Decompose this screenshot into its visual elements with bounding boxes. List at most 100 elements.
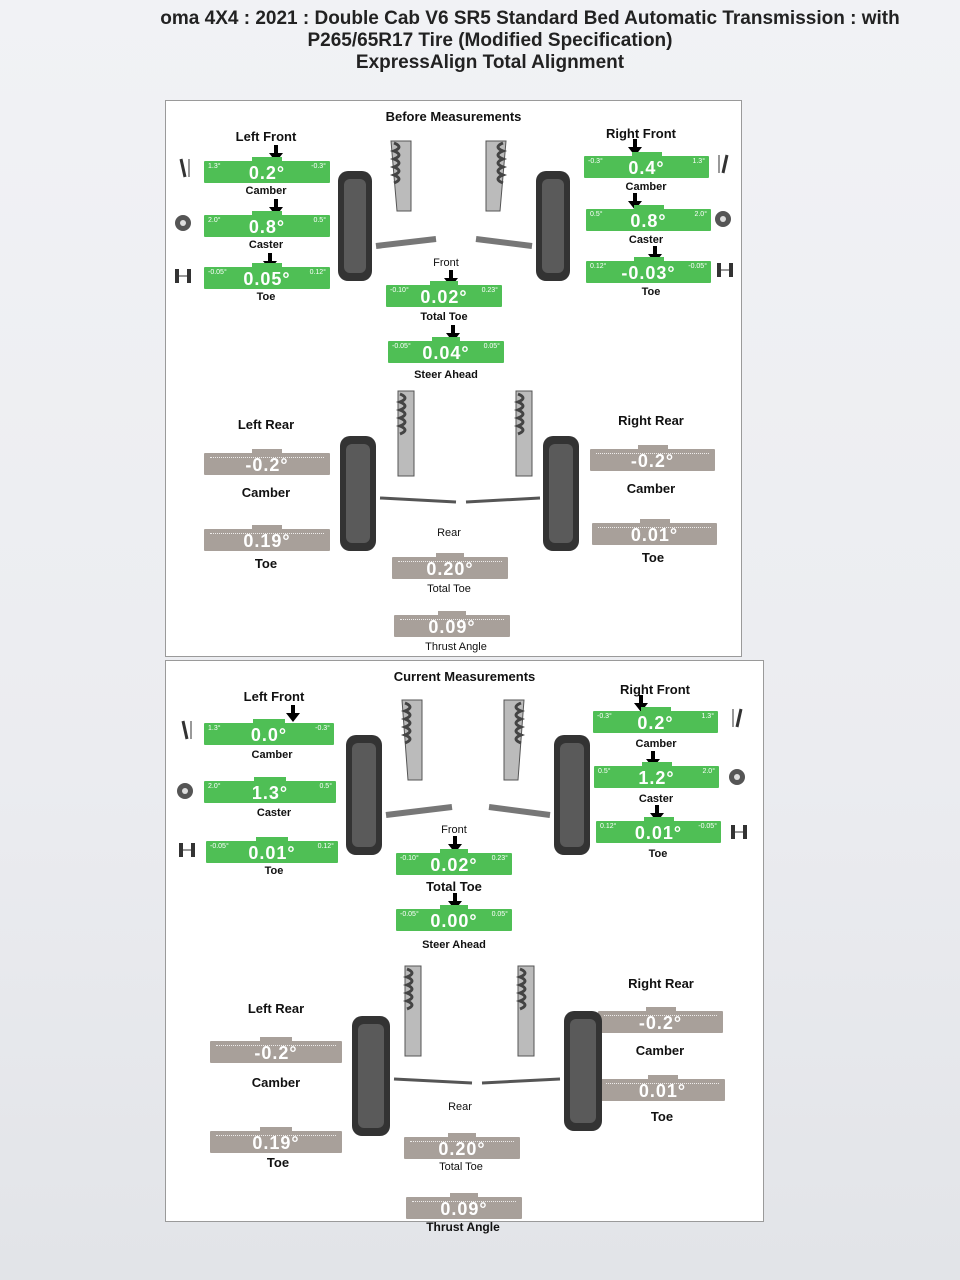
toe-wheel-icon bbox=[179, 843, 195, 857]
rear-total-toe-value: 0.20° bbox=[426, 559, 474, 579]
lr-toe-value: 0.19° bbox=[243, 531, 291, 551]
rear-total-toe-value: 0.20° bbox=[438, 1139, 486, 1159]
tire-spec: P265/65R17 Tire (Modified Specification) bbox=[307, 30, 673, 51]
rf-caster-gauge: 0.5° 2.0° 1.2° bbox=[594, 762, 719, 788]
lr-toe-value: 0.19° bbox=[252, 1133, 300, 1153]
rr-toe-value: 0.01° bbox=[638, 1081, 687, 1101]
caster-wheel-icon bbox=[715, 211, 731, 227]
rf-camber-gauge: -0.3° 1.3° 0.2° bbox=[593, 707, 718, 733]
rr-toe-label: Toe bbox=[641, 550, 665, 565]
camber-wheel-icon bbox=[179, 158, 190, 178]
rf-toe-label: Toe bbox=[641, 286, 661, 298]
left-rear-title: Left Rear bbox=[247, 1001, 305, 1016]
front-total-toe-label: Total Toe bbox=[426, 879, 482, 894]
rear-total-toe-gauge: 0.20° bbox=[392, 553, 508, 579]
caster-wheel-icon bbox=[175, 215, 191, 231]
caster-wheel-icon bbox=[729, 769, 745, 785]
lr-toe-label: Toe bbox=[266, 1155, 290, 1170]
left-front-title: Left Front bbox=[235, 129, 297, 144]
lf-caster-value: 1.3° bbox=[251, 783, 289, 803]
rr-camber-value: -0.2° bbox=[638, 1013, 683, 1033]
panel-title: Current Measurements bbox=[393, 669, 536, 684]
front-label: Front bbox=[441, 824, 467, 836]
thrust-angle-label: Thrust Angle bbox=[425, 641, 487, 653]
current-measurements-panel: Current Measurements Left Front 1.3° -0.… bbox=[165, 660, 764, 1222]
lr-toe-label: Toe bbox=[254, 556, 278, 571]
thrust-angle-value: 0.09° bbox=[428, 617, 476, 637]
steer-ahead-value: 0.04° bbox=[422, 343, 470, 363]
thrust-angle-gauge: 0.09° bbox=[406, 1193, 522, 1219]
lr-camber-value: -0.2° bbox=[245, 455, 289, 475]
lf-caster-label: Caster bbox=[256, 807, 292, 819]
front-total-toe-gauge: -0.10° 0.23° 0.02° bbox=[396, 849, 512, 875]
lf-caster-gauge: 2.0° 0.5° 1.3° bbox=[204, 777, 336, 803]
camber-wheel-icon bbox=[181, 720, 192, 740]
lr-camber-value: -0.2° bbox=[254, 1043, 298, 1063]
front-total-toe-value: 0.02° bbox=[420, 287, 468, 307]
rr-camber-label: Camber bbox=[635, 1043, 685, 1058]
lr-camber-label: Camber bbox=[241, 485, 291, 500]
rf-caster-gauge: 0.5° 2.0° 0.8° bbox=[586, 205, 711, 231]
lf-camber-gauge: 1.3° -0.3° 0.2° bbox=[204, 157, 330, 183]
service-name: ExpressAlign Total Alignment bbox=[355, 52, 625, 73]
front-total-toe-gauge: -0.10° 0.23° 0.02° bbox=[386, 281, 502, 307]
rf-camber-label: Camber bbox=[625, 181, 667, 193]
rf-caster-label: Caster bbox=[628, 234, 664, 246]
lf-toe-label: Toe bbox=[256, 291, 276, 303]
rr-toe-gauge: 0.01° bbox=[592, 519, 717, 545]
rf-toe-gauge: 0.12° -0.05° 0.01° bbox=[596, 817, 721, 843]
rear-total-toe-label: Total Toe bbox=[439, 1161, 483, 1173]
target-arrow-icon bbox=[448, 836, 462, 853]
lr-toe-gauge: 0.19° bbox=[210, 1127, 342, 1153]
lf-caster-gauge: 2.0° 0.5° 0.8° bbox=[204, 211, 330, 237]
target-arrow-icon bbox=[628, 139, 642, 156]
rf-camber-gauge: -0.3° 1.3° 0.4° bbox=[584, 152, 709, 178]
toe-wheel-icon bbox=[731, 825, 747, 839]
rear-suspension-illustration bbox=[340, 390, 579, 551]
lf-toe-gauge: -0.05° 0.12° 0.01° bbox=[206, 837, 338, 863]
right-rear-title: Right Rear bbox=[618, 413, 684, 428]
rf-caster-value: 1.2° bbox=[638, 768, 675, 788]
lf-toe-gauge: -0.05° 0.12° 0.05° bbox=[204, 263, 330, 289]
target-arrow-icon bbox=[286, 705, 300, 722]
rf-camber-value: 0.2° bbox=[637, 713, 674, 733]
camber-wheel-icon bbox=[732, 708, 743, 728]
caster-wheel-icon bbox=[177, 783, 193, 799]
steer-ahead-label: Steer Ahead bbox=[414, 369, 478, 381]
lf-camber-value: 0.2° bbox=[248, 163, 286, 183]
before-measurements-panel: Before Measurements Left Front 1.3° -0.3… bbox=[165, 100, 742, 657]
vehicle-title: oma 4X4 : 2021 : Double Cab V6 SR5 Stand… bbox=[160, 8, 900, 29]
thrust-angle-value: 0.09° bbox=[440, 1199, 488, 1219]
toe-wheel-icon bbox=[175, 269, 191, 283]
front-total-toe-label: Total Toe bbox=[420, 311, 468, 323]
steer-ahead-gauge: -0.05° 0.05° 0.00° bbox=[396, 905, 512, 931]
right-front-title: Right Front bbox=[619, 682, 691, 697]
lr-camber-gauge: -0.2° bbox=[210, 1037, 342, 1063]
lf-toe-value: 0.05° bbox=[243, 269, 291, 289]
lr-toe-gauge: 0.19° bbox=[204, 525, 330, 551]
current-thrust-angle-label: Thrust Angle bbox=[426, 1220, 500, 1234]
lf-toe-label: Toe bbox=[264, 865, 284, 877]
lf-camber-label: Camber bbox=[245, 185, 287, 197]
rf-toe-label: Toe bbox=[648, 848, 668, 860]
rear-label: Rear bbox=[448, 1101, 472, 1113]
rr-camber-value: -0.2° bbox=[630, 451, 675, 471]
rr-camber-gauge: -0.2° bbox=[598, 1007, 723, 1033]
left-rear-title: Left Rear bbox=[237, 417, 295, 432]
right-front-title: Right Front bbox=[605, 126, 677, 141]
steer-ahead-value: 0.00° bbox=[430, 911, 478, 931]
rear-total-toe-gauge: 0.20° bbox=[404, 1133, 520, 1159]
rf-camber-label: Camber bbox=[635, 738, 677, 750]
rr-toe-gauge: 0.01° bbox=[600, 1075, 725, 1101]
lf-caster-label: Caster bbox=[248, 239, 284, 251]
rf-camber-value: 0.4° bbox=[628, 158, 665, 178]
rr-toe-value: 0.01° bbox=[630, 525, 679, 545]
front-suspension-illustration bbox=[338, 140, 570, 281]
camber-wheel-icon bbox=[718, 154, 729, 174]
rear-suspension-illustration bbox=[352, 965, 602, 1136]
steer-ahead-gauge: -0.05° 0.05° 0.04° bbox=[388, 337, 504, 363]
steer-ahead-label: Steer Ahead bbox=[422, 939, 486, 951]
rear-label: Rear bbox=[437, 527, 461, 539]
lf-camber-value: 0.0° bbox=[250, 725, 288, 745]
